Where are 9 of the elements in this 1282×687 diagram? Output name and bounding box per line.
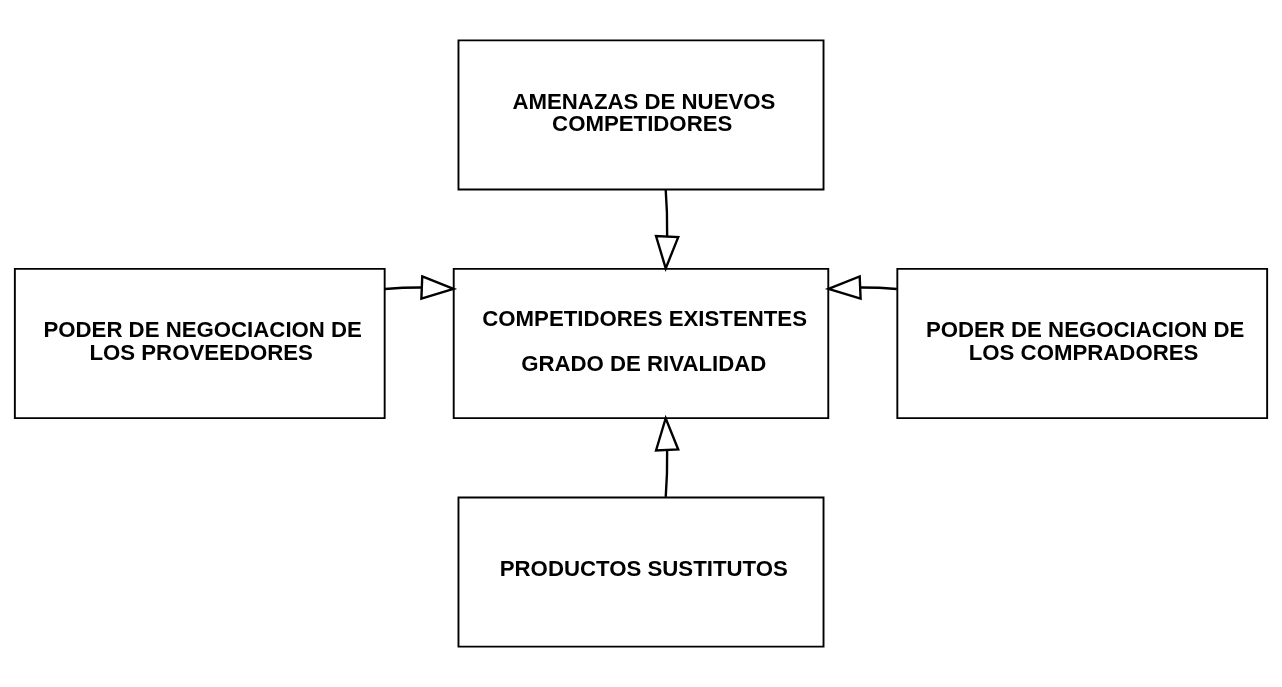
arrow <box>824 274 897 301</box>
node-box: PODER DE NEGOCIACION DE LOS PROVEEDORES <box>13 267 386 420</box>
node-box: PRODUCTOS SUSTITUTOS <box>457 496 825 648</box>
arrow <box>654 414 680 497</box>
arrow <box>654 189 680 272</box>
node-box: AMENAZAS DE NUEVOS COMPETIDORES <box>457 39 825 191</box>
arrow <box>384 274 458 301</box>
node-box: PODER DE NEGOCIACION DE LOS COMPRADORES <box>896 267 1269 420</box>
node-box: COMPETIDORES EXISTENTES GRADO DE RIVALIDAD <box>452 267 830 420</box>
